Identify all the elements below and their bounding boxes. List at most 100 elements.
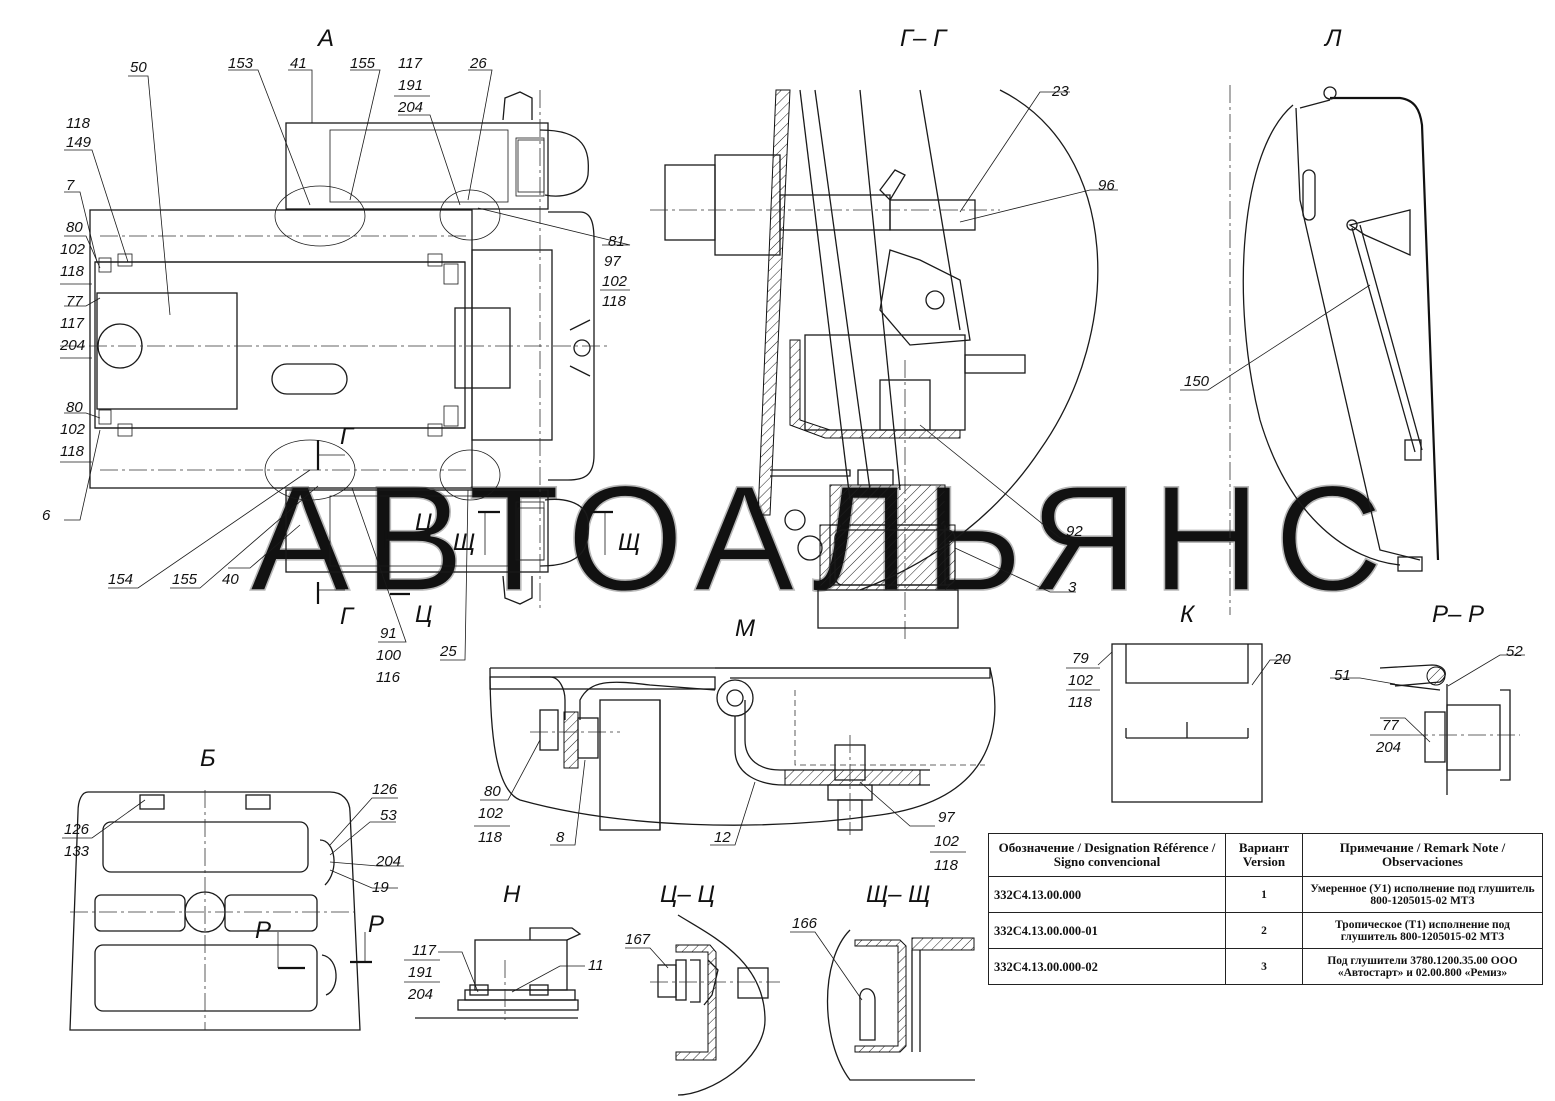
label-118g: 118: [934, 857, 959, 874]
label-167: 167: [625, 931, 651, 948]
label-52: 52: [1506, 643, 1523, 660]
label-117b: 117: [60, 315, 85, 332]
label-154: 154: [108, 571, 133, 588]
header-remark: Примечание / Remark Note / Observaciones: [1302, 833, 1543, 877]
row-remark: Тропическое (Т1) исполнение под глушител…: [1302, 912, 1543, 949]
label-100: 100: [376, 647, 402, 664]
cut-g-top: Г: [340, 423, 355, 450]
label-23: 23: [1051, 83, 1069, 100]
label-102b: 102: [60, 421, 86, 438]
label-126b: 126: [372, 781, 398, 798]
row-version: 1: [1225, 876, 1303, 913]
label-97b: 97: [938, 809, 955, 826]
view-k-title: К: [1180, 601, 1196, 628]
label-53: 53: [380, 807, 397, 824]
row-designation: 332С4.13.00.000-01: [988, 912, 1226, 949]
view-l: Л 150: [1180, 25, 1440, 615]
view-n: Н 117 191 204 11: [404, 881, 604, 1020]
label-102: 102: [60, 241, 86, 258]
label-118e: 118: [1068, 694, 1093, 711]
label-204d: 204: [375, 853, 401, 870]
label-118b: 118: [60, 263, 85, 280]
label-102d: 102: [1068, 672, 1094, 689]
label-41: 41: [290, 55, 307, 72]
label-149: 149: [66, 134, 92, 151]
cut-ts-bottom: Ц: [415, 601, 432, 628]
view-p-p: Р– Р 51 52 77 204: [1330, 601, 1525, 795]
label-7: 7: [66, 177, 75, 194]
label-12: 12: [714, 829, 731, 846]
label-80c: 80: [484, 783, 501, 800]
view-l-title: Л: [1323, 25, 1342, 52]
label-155b: 155: [172, 571, 198, 588]
label-191b: 191: [408, 964, 433, 981]
view-shch-shch: Щ– Щ 166: [790, 881, 975, 1081]
view-ts-ts-title: Ц– Ц: [660, 881, 715, 908]
row-version: 3: [1225, 948, 1303, 985]
view-b: Б Р Р 126 133 126 53 204 19: [62, 745, 404, 1031]
label-150: 150: [1184, 373, 1210, 390]
label-11: 11: [588, 957, 604, 974]
row-remark: Под глушители 3780.1200.35.00 ООО «Автос…: [1302, 948, 1543, 985]
label-166: 166: [792, 915, 818, 932]
label-117: 117: [398, 55, 423, 72]
variant-table: Обозначение / Designation Référence / Si…: [988, 833, 1543, 985]
header-version: Вариант Version: [1225, 833, 1303, 877]
view-g-g-title: Г– Г: [900, 25, 948, 52]
label-133: 133: [64, 843, 90, 860]
table-row: 332С4.13.00.000-02 3 Под глушители 3780.…: [988, 948, 1543, 985]
label-118f: 118: [478, 829, 503, 846]
label-204b: 204: [59, 337, 85, 354]
label-6: 6: [42, 507, 51, 524]
view-m: М 80 102 118 8 12 97 102 118: [474, 615, 996, 874]
label-50: 50: [130, 59, 147, 76]
label-19: 19: [372, 879, 389, 896]
label-191: 191: [398, 77, 423, 94]
label-102f: 102: [934, 833, 960, 850]
label-77b: 77: [1382, 717, 1399, 734]
cut-g-bottom: Г: [340, 603, 355, 630]
view-g-g: Г– Г 23 96 92 3: [650, 25, 1118, 640]
label-155: 155: [350, 55, 376, 72]
label-102e: 102: [478, 805, 504, 822]
row-designation: 332С4.13.00.000: [988, 876, 1226, 913]
label-81: 81: [608, 233, 625, 250]
label-116: 116: [376, 669, 401, 686]
label-26: 26: [469, 55, 487, 72]
table-row: 332С4.13.00.000 1 Умеренное (У1) исполне…: [988, 876, 1543, 913]
label-97: 97: [604, 253, 621, 270]
row-designation: 332С4.13.00.000-02: [988, 948, 1226, 985]
view-ts-ts: Ц– Ц 167: [625, 881, 780, 1096]
label-20: 20: [1273, 651, 1291, 668]
label-96: 96: [1098, 177, 1115, 194]
view-b-title: Б: [200, 745, 216, 772]
label-51: 51: [1334, 667, 1351, 684]
cut-p-left: Р: [255, 917, 271, 944]
label-40: 40: [222, 571, 239, 588]
label-126: 126: [64, 821, 90, 838]
label-153: 153: [228, 55, 254, 72]
cut-ts-top: Ц: [415, 509, 432, 536]
label-79: 79: [1072, 650, 1089, 667]
label-102c: 102: [602, 273, 628, 290]
label-118d: 118: [602, 293, 627, 310]
view-p-p-title: Р– Р: [1432, 601, 1484, 628]
cut-shch-right: Щ: [618, 529, 640, 556]
label-8: 8: [556, 829, 565, 846]
label-25: 25: [439, 643, 457, 660]
label-92: 92: [1066, 523, 1083, 540]
label-204: 204: [397, 99, 423, 116]
cut-p-right: Р: [368, 911, 384, 938]
view-a-title: А: [316, 25, 334, 52]
label-80b: 80: [66, 399, 83, 416]
label-3: 3: [1068, 579, 1077, 596]
label-80: 80: [66, 219, 83, 236]
header-designation: Обозначение / Designation Référence / Si…: [988, 833, 1226, 877]
view-m-title: М: [735, 615, 755, 642]
label-118: 118: [66, 115, 91, 132]
row-remark: Умеренное (У1) исполнение под глушитель …: [1302, 876, 1543, 913]
label-91: 91: [380, 625, 397, 642]
label-77: 77: [66, 293, 83, 310]
table-row: 332С4.13.00.000-01 2 Тропическое (Т1) ис…: [988, 912, 1543, 949]
